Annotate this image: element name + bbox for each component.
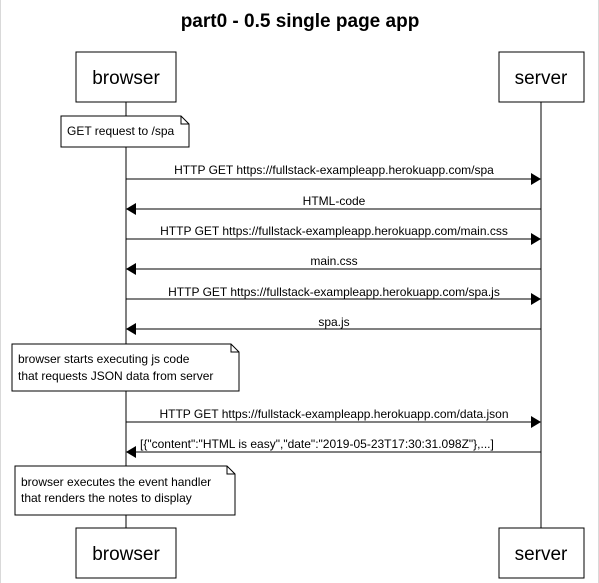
arrowhead-left	[126, 263, 136, 275]
message-8-label: [{"content":"HTML is easy","date":"2019-…	[140, 437, 494, 451]
note-3-line-2: that renders the notes to display	[21, 491, 192, 505]
message-7: HTTP GET https://fullstack-exampleapp.he…	[126, 407, 541, 428]
message-1-label: HTTP GET https://fullstack-exampleapp.he…	[174, 163, 494, 177]
message-3-label: HTTP GET https://fullstack-exampleapp.he…	[160, 224, 508, 238]
note-3: browser executes the event handler that …	[14, 465, 236, 516]
message-7-label: HTTP GET https://fullstack-exampleapp.he…	[159, 407, 508, 421]
actor-browser-top: browser	[75, 51, 177, 103]
message-1: HTTP GET https://fullstack-exampleapp.he…	[126, 163, 541, 185]
actor-server-bottom-label: server	[515, 544, 568, 565]
actor-server-top-label: server	[515, 68, 568, 89]
arrowhead-right	[531, 233, 541, 245]
message-5-label: HTTP GET https://fullstack-exampleapp.he…	[168, 285, 500, 299]
arrowhead-right	[531, 173, 541, 185]
note-2: browser starts executing js code that re…	[11, 343, 240, 392]
actor-server-top: server	[498, 51, 585, 103]
actor-browser-bottom: browser	[75, 527, 177, 579]
message-8: [{"content":"HTML is easy","date":"2019-…	[126, 437, 541, 458]
note-1: GET request to /spa	[60, 115, 190, 148]
arrowhead-left	[126, 446, 136, 458]
note-2-line-2: that requests JSON data from server	[18, 369, 213, 383]
message-5: HTTP GET https://fullstack-exampleapp.he…	[126, 285, 541, 305]
arrowhead-left	[126, 203, 136, 215]
arrowhead-left	[126, 323, 136, 335]
message-6-label: spa.js	[318, 315, 349, 329]
message-3: HTTP GET https://fullstack-exampleapp.he…	[126, 224, 541, 245]
actor-server-bottom: server	[498, 527, 585, 579]
arrowhead-right	[531, 416, 541, 428]
note-3-line-1: browser executes the event handler	[21, 475, 211, 489]
diagram-title: part0 - 0.5 single page app	[181, 11, 420, 32]
arrowhead-right	[531, 293, 541, 305]
actor-browser-top-label: browser	[92, 68, 160, 89]
message-2: HTML-code	[126, 194, 541, 215]
message-4: main.css	[126, 254, 541, 275]
message-2-label: HTML-code	[303, 194, 366, 208]
note-2-line-1: browser starts executing js code	[18, 352, 190, 366]
note-1-line-1: GET request to /spa	[67, 124, 174, 138]
message-4-label: main.css	[310, 254, 357, 268]
actor-browser-bottom-label: browser	[92, 544, 160, 565]
message-6: spa.js	[126, 315, 541, 335]
